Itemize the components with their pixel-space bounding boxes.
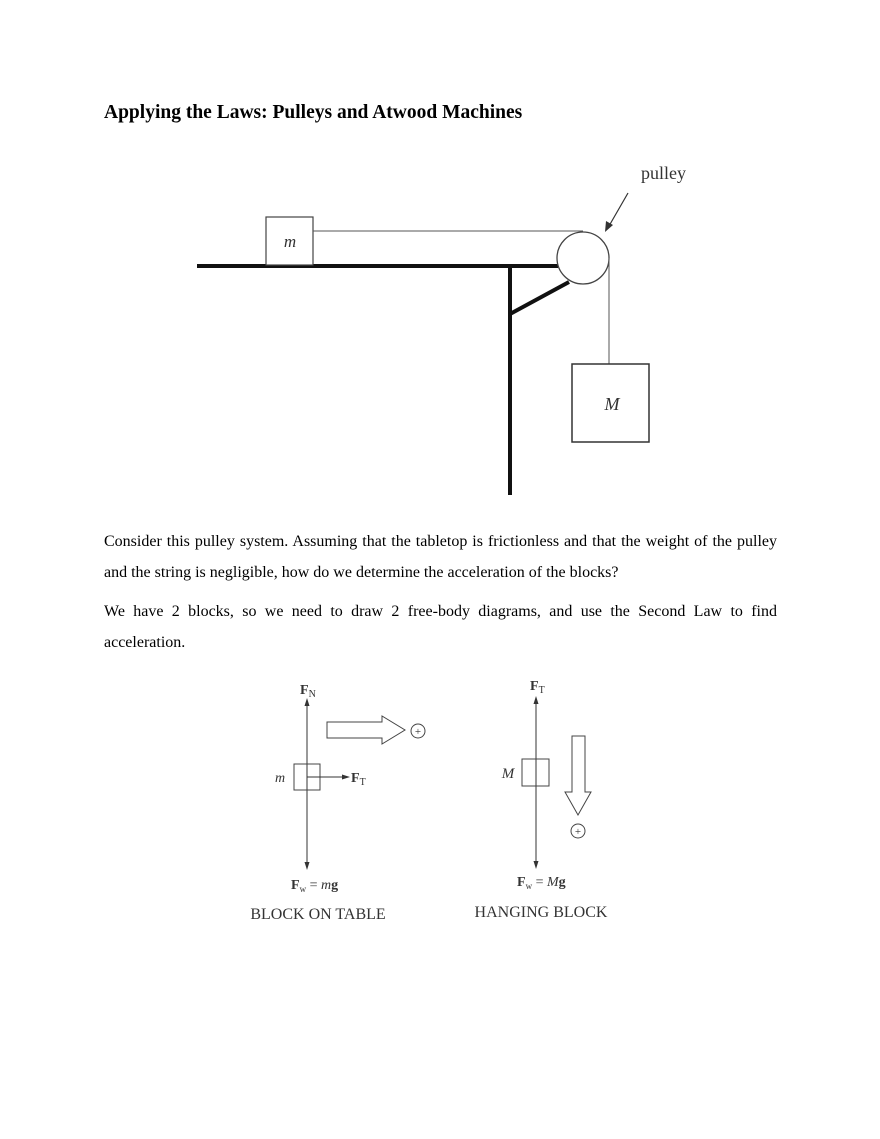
- paragraph-intro: Consider this pulley system. Assuming th…: [104, 533, 777, 581]
- pulley-label: pulley: [641, 163, 686, 183]
- block-M-label: M: [604, 394, 621, 414]
- fbd-mass-m: m: [275, 771, 285, 786]
- caption-hanging-block: HANGING BLOCK: [475, 904, 608, 921]
- paragraph-method: We have 2 blocks, so we need to draw 2 f…: [104, 603, 777, 651]
- page-title: Applying the Laws: Pulleys and Atwood Ma…: [104, 102, 523, 123]
- caption-block-on-table: BLOCK ON TABLE: [250, 906, 385, 923]
- fbd-block-on-table: m FN FT Fw = mg + BLOCK ON TABLE: [250, 683, 426, 923]
- weight-label-hanging: Fw = Mg: [517, 875, 566, 891]
- pulley-bracket: [509, 280, 570, 316]
- fbd-mass-M: M: [501, 766, 516, 782]
- tension-arrowhead: [342, 774, 350, 780]
- fbd-block-M: [521, 758, 550, 787]
- positive-direction-arrow-down: [564, 735, 592, 817]
- weight-arrowhead-down: [533, 861, 539, 869]
- tension-arrowhead-up: [533, 696, 539, 704]
- block-M: [571, 363, 650, 443]
- fbd-hanging-block: M FT Fw = Mg + HANGING BLOCK: [475, 679, 608, 921]
- positive-direction-arrow-right: [326, 715, 406, 745]
- pulley-pointer-arrowhead: [605, 221, 613, 232]
- block-m: [265, 216, 314, 266]
- pulley-pointer-arrow: [608, 192, 629, 227]
- normal-force-arrowhead: [304, 698, 310, 706]
- tension-label-hanging: FT: [530, 679, 545, 696]
- svg-text:+: +: [415, 726, 421, 738]
- weight-label-table: Fw = mg: [291, 878, 338, 894]
- tension-label-table: FT: [351, 771, 366, 788]
- plus-circle-icon-hanging: [570, 823, 586, 839]
- normal-force-label: FN: [300, 683, 316, 700]
- svg-text:+: +: [575, 826, 581, 838]
- plus-circle-icon: [410, 723, 426, 739]
- pulley-wheel: [556, 231, 610, 285]
- block-m-label: m: [284, 232, 296, 251]
- weight-arrowhead: [304, 862, 310, 870]
